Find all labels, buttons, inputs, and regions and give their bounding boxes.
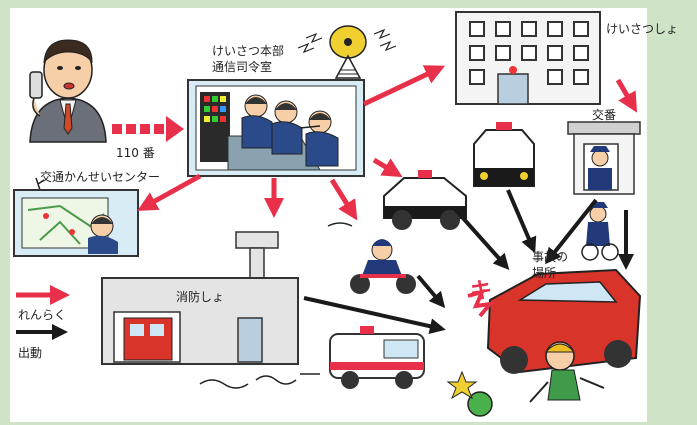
call-110-arrow — [112, 116, 184, 142]
arrow-koban-to-accident — [545, 198, 598, 265]
police-station-label: けいさつしょ — [606, 22, 679, 36]
traffic-center-room — [13, 177, 139, 257]
dispatch-arrows — [16, 189, 634, 340]
speed-lines-icon — [199, 125, 353, 389]
motorcycle-officer-vehicle — [350, 239, 416, 294]
fire-station-building — [101, 231, 299, 365]
koban-label: 交番 — [592, 108, 617, 122]
arrow-station-to-koban — [615, 78, 638, 113]
accident-scene — [446, 268, 642, 417]
arrow-front-car-to-accident — [506, 189, 537, 254]
accident-label-line1: 事故の — [532, 250, 569, 264]
contact-arrows — [16, 65, 638, 305]
arrow-hq-to-motorcycle — [329, 178, 358, 221]
legend-contact-label: れんらく — [18, 308, 67, 322]
hq-command-room — [187, 79, 365, 177]
arrow-motorcycle-to-accident — [416, 274, 446, 309]
koban-building — [567, 121, 641, 195]
ambulance-vehicle — [329, 326, 425, 389]
arrow-fire-to-accident — [303, 296, 446, 335]
arrow-hq-to-traffic-center — [137, 173, 202, 211]
police-car-vehicle — [383, 170, 467, 230]
legend-dispatch-label: 出動 — [18, 346, 43, 360]
arrow-hq-to-police-car — [372, 157, 403, 178]
traffic-center-label: 交通かんせいセンター — [40, 170, 161, 184]
antenna-tower-icon — [297, 25, 397, 79]
hq-label-line2: 通信司令室 — [212, 60, 273, 74]
hq-label-line1: けいさつ本部 — [212, 44, 285, 58]
fire-station-label: 消防しょ — [176, 290, 225, 304]
police-station-building — [455, 11, 601, 105]
police-car-front-vehicle — [473, 122, 535, 187]
impact-sound-label: キ — [470, 279, 493, 304]
call-110-label: 110 番 — [116, 146, 155, 160]
arrow-hq-to-police-station — [362, 65, 446, 107]
arrow-police-car-to-accident — [452, 206, 510, 270]
caller-person-icon — [29, 39, 107, 143]
officer-bicycle-icon — [581, 202, 619, 261]
accident-label-line2: 場所 — [532, 266, 557, 280]
